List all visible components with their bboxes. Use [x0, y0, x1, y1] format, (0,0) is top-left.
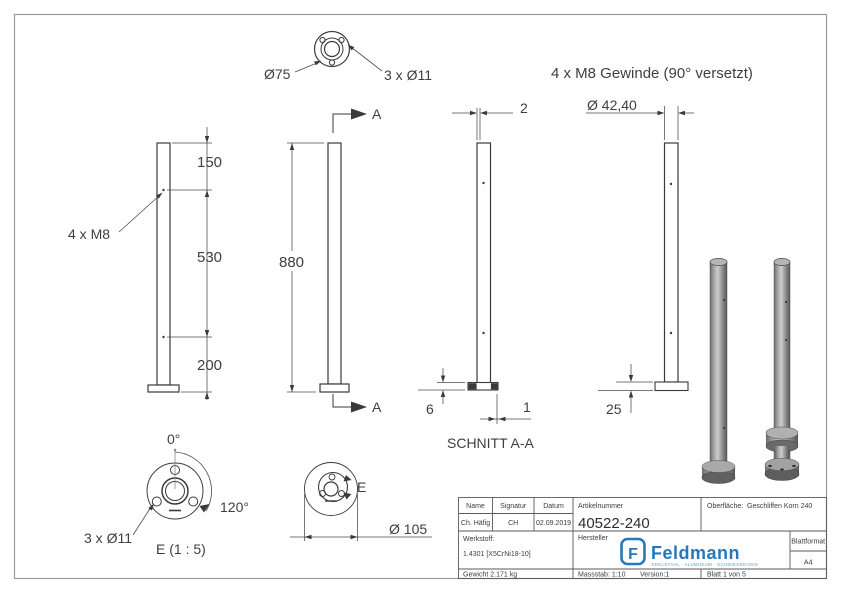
view-tube: [586, 106, 694, 413]
tb-value-name: Ch. Häfig: [461, 520, 490, 527]
dim-dia-4240-label: Ø 42,40: [587, 97, 637, 113]
tb-label-hersteller: Hersteller: [578, 535, 609, 542]
angle-0-label: 0°: [167, 431, 180, 447]
tb-value-signatur: CH: [508, 520, 518, 527]
feldmann-logo-frame: [620, 537, 646, 566]
view-flange-bottom: [290, 462, 432, 541]
tb-value-oberflaeche: Geschliffen Korn 240: [747, 503, 812, 510]
tb-label-artikelnummer: Artikelnummer: [578, 503, 624, 510]
render-post-rosette: [764, 258, 800, 481]
feldmann-logo-mark: F: [628, 546, 638, 563]
tb-value-version: Version:1: [640, 572, 669, 579]
cut-letter-a-bottom: A: [372, 399, 382, 415]
tb-value-blatt: Blatt 1 von 5: [707, 572, 746, 579]
feldmann-logo-text: Feldmann: [651, 543, 740, 563]
view-side: [287, 108, 367, 413]
holes-3x11-detail-label: 3 x Ø11: [84, 530, 132, 546]
view-section: [418, 108, 531, 424]
feldmann-logo-tagline: EDELSTAHL · ALUMINIUM · SCHMIEDEEISEN: [652, 562, 758, 567]
dim-150-label: 150: [197, 154, 222, 171]
dim-plate-6-label: 6: [426, 401, 434, 417]
tb-value-massstab: Massstab: 1:10: [578, 572, 626, 579]
dim-880-label: 880: [279, 254, 304, 271]
schnitt-caption: SCHNITT A-A: [447, 435, 535, 451]
tb-label-name: Name: [466, 503, 485, 510]
tb-value-artikelnummer: 40522-240: [578, 515, 650, 532]
dim-dia-105-label: Ø 105: [389, 521, 427, 537]
tb-value-gewicht: Gewicht 2.171 kg: [463, 572, 517, 579]
render-post-plain: [701, 258, 736, 484]
tb-value-datum: 02.09.2019: [536, 520, 571, 527]
tb-label-werkstoff: Werkstoff:: [463, 536, 494, 543]
view-front: [118, 127, 212, 400]
feldmann-logo: F Feldmann EDELSTAHL · ALUMINIUM · SCHMI…: [620, 537, 758, 567]
tb-label-signatur: Signatur: [500, 503, 527, 510]
dim-530-label: 530: [197, 249, 222, 266]
tb-value-werkstoff: 1.4301 [X5CrNi18-10]: [463, 551, 531, 558]
thread-note: 4 x M8 Gewinde (90° versetzt): [551, 65, 753, 82]
dia75-label: Ø75: [264, 66, 291, 82]
dim-wall-2-label: 2: [520, 100, 528, 116]
angle-120-label: 120°: [220, 499, 249, 515]
sheet-frame: [13, 13, 828, 580]
tb-label-oberflaeche: Oberfläche:: [707, 503, 743, 510]
detail-circle-letter: E: [357, 479, 366, 495]
view-flange-top: [294, 30, 383, 73]
tb-label-datum: Datum: [543, 503, 564, 510]
tb-value-blattformat: A4: [804, 560, 813, 567]
view-detail-e: [132, 448, 212, 536]
dim-edge-1-label: 1: [523, 399, 531, 415]
dim-200-label: 200: [197, 357, 222, 374]
holes-3x11-top-label: 3 x Ø11: [384, 67, 432, 83]
tb-label-blattformat: Blattformat: [791, 539, 825, 546]
thread-4xm8-label: 4 x M8: [68, 226, 110, 242]
cut-letter-a-top: A: [372, 106, 382, 122]
title-block: Name Signatur Datum Artikelnummer Oberfl…: [458, 497, 827, 579]
dim-25-label: 25: [606, 401, 622, 417]
detail-e-caption: E (1 : 5): [156, 541, 206, 557]
